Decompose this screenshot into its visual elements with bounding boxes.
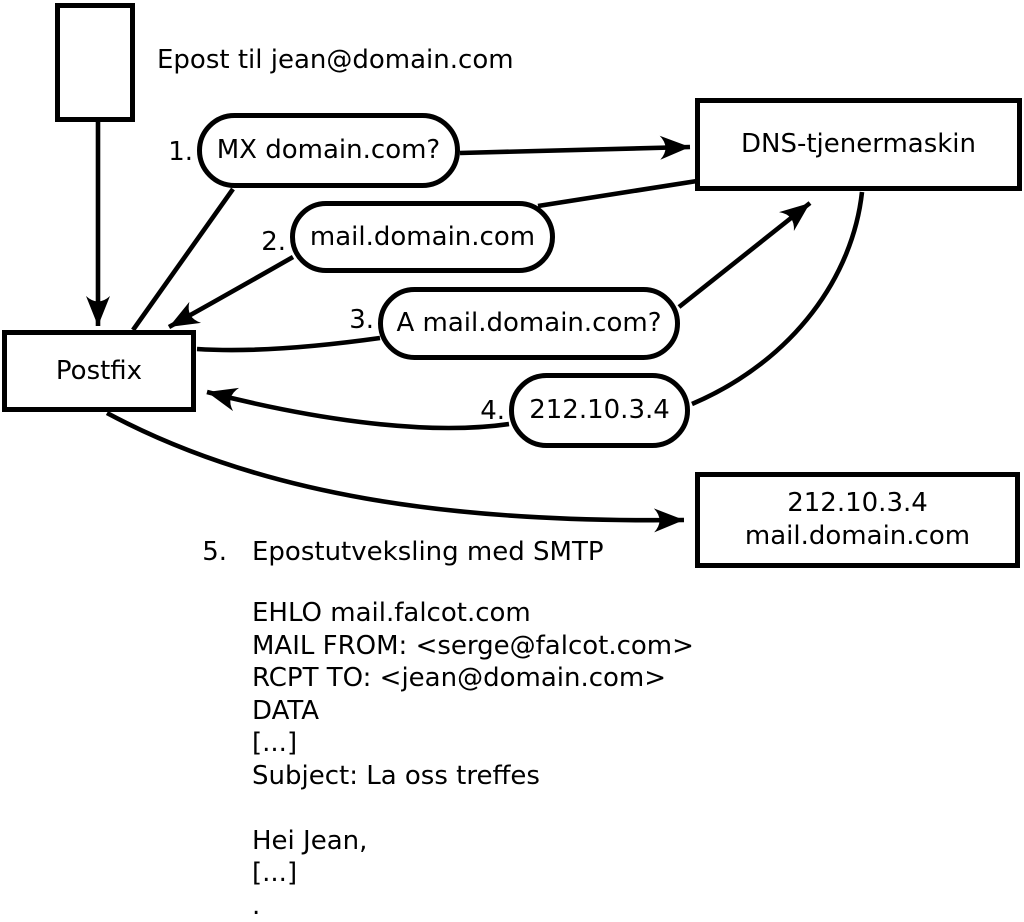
diagram-title: Epost til jean@domain.com	[157, 44, 514, 77]
step4-number: 4.	[457, 395, 505, 428]
smtp-line: Hei Jean,	[252, 825, 694, 858]
smtp-line: EHLO mail.falcot.com	[252, 597, 694, 630]
smtp-line: [...]	[252, 857, 694, 890]
step5-label: Epostutveksling med SMTP	[252, 536, 604, 569]
destination-ip-label: 212.10.3.4	[787, 487, 928, 520]
smtp-line: DATA	[252, 695, 694, 728]
step2-number: 2.	[238, 226, 286, 259]
postfix-node: Postfix	[2, 330, 196, 412]
smtp-line: MAIL FROM: <serge@falcot.com>	[252, 630, 694, 663]
dns-server-label: DNS-tjenermaskin	[741, 128, 976, 161]
step5-number: 5.	[179, 536, 227, 569]
smtp-line	[252, 792, 694, 825]
step3-number: 3.	[326, 304, 374, 337]
step1-label: MX domain.com?	[217, 134, 440, 167]
step4-ip-answer-bubble: 212.10.3.4	[509, 373, 690, 448]
smtp-line: [...]	[252, 727, 694, 760]
step3-label: A mail.domain.com?	[397, 307, 662, 340]
smtp-line: .	[252, 890, 694, 922]
step3-a-query-bubble: A mail.domain.com?	[378, 287, 680, 360]
email-message-box	[55, 3, 135, 122]
dns-server-node: DNS-tjenermaskin	[695, 98, 1022, 191]
step1-mx-query-bubble: MX domain.com?	[197, 113, 460, 188]
destination-host-label: mail.domain.com	[745, 520, 970, 553]
step2-mx-answer-bubble: mail.domain.com	[290, 201, 555, 273]
smtp-session-transcript: EHLO mail.falcot.com MAIL FROM: <serge@f…	[252, 597, 694, 922]
postfix-label: Postfix	[56, 355, 142, 388]
smtp-line: Subject: La oss treffes	[252, 760, 694, 793]
smtp-line: RCPT TO: <jean@domain.com>	[252, 662, 694, 695]
destination-server-node: 212.10.3.4 mail.domain.com	[695, 472, 1020, 568]
step4-label: 212.10.3.4	[529, 394, 670, 427]
step2-label: mail.domain.com	[310, 221, 535, 254]
step1-number: 1.	[145, 136, 193, 169]
